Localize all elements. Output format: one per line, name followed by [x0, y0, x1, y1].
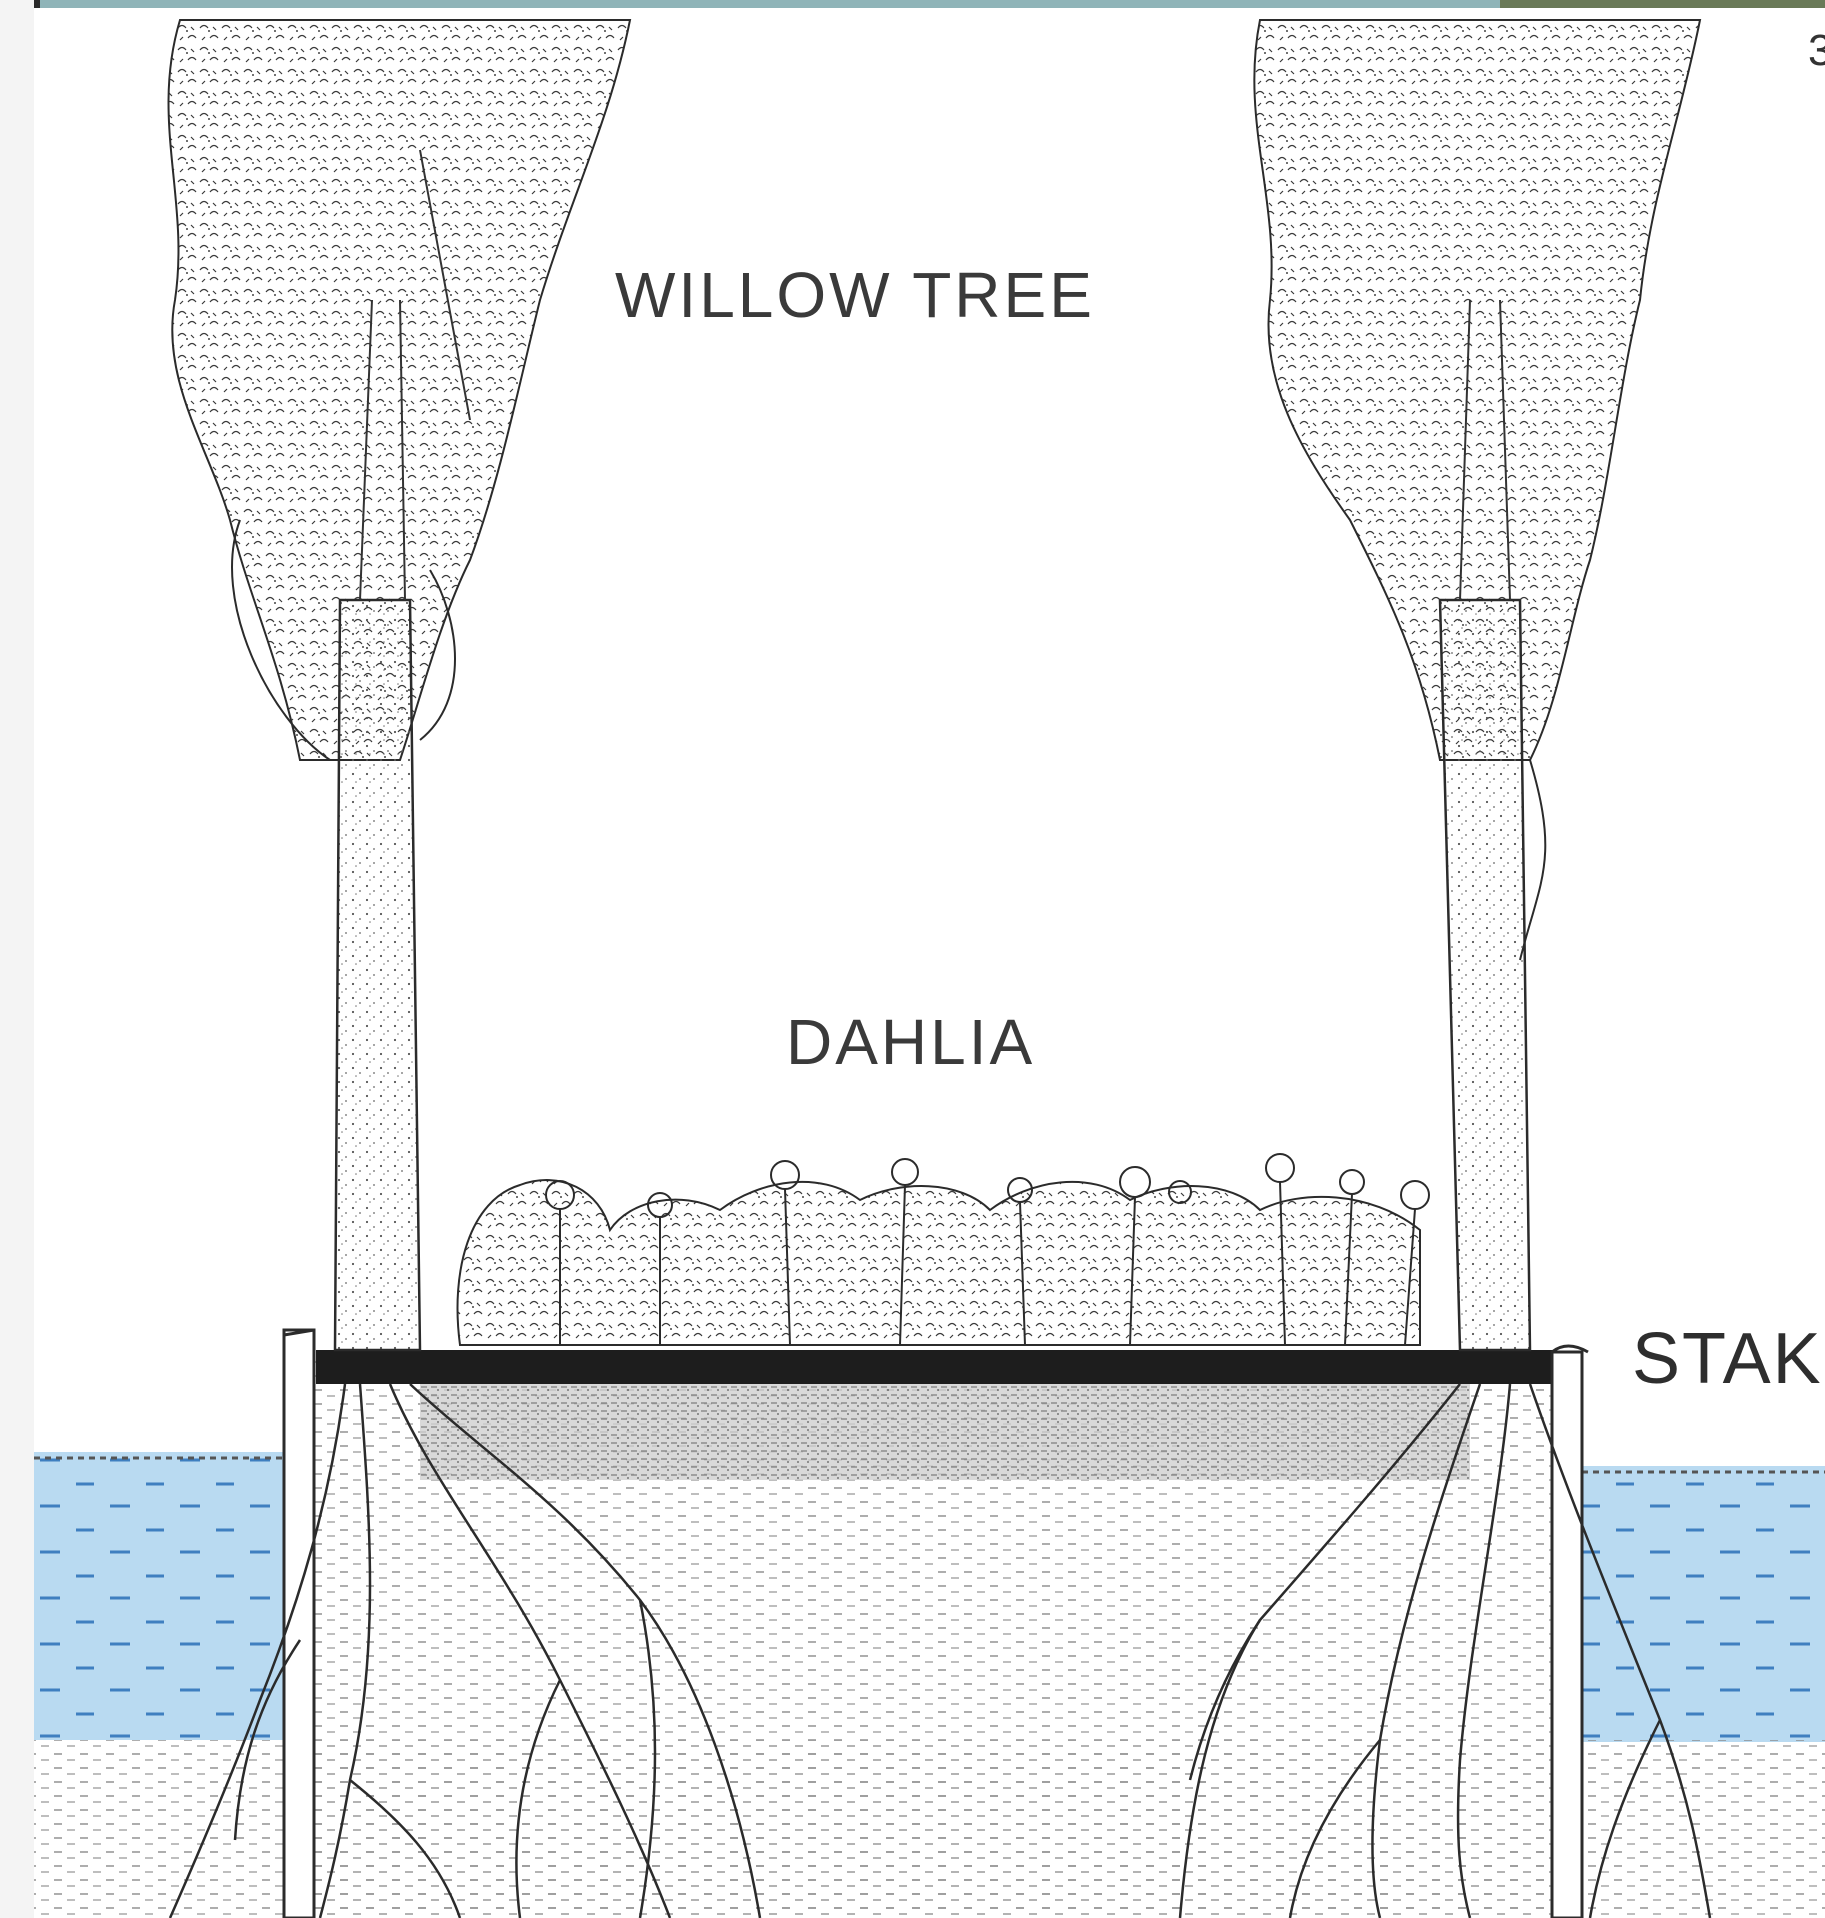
- raised-bed: [300, 1350, 1570, 1918]
- water-left: [34, 1452, 298, 1740]
- willow-tree-label: WILLOW TREE: [615, 258, 1095, 332]
- top-photo-strip: [0, 0, 1825, 8]
- water-right: [1582, 1466, 1825, 1742]
- stake-label: STAKE: [1632, 1318, 1825, 1400]
- page-number: 3: [1808, 26, 1825, 76]
- dahlia-flowers: [458, 1154, 1430, 1345]
- left-tree-trunk: [335, 600, 420, 1350]
- dahlia-label: DAHLIA: [786, 1005, 1035, 1079]
- right-tree-trunk: [1440, 600, 1530, 1350]
- page-edge: [0, 0, 34, 1918]
- stake-right: [1552, 1346, 1588, 1918]
- topsoil-layer: [316, 1350, 1556, 1384]
